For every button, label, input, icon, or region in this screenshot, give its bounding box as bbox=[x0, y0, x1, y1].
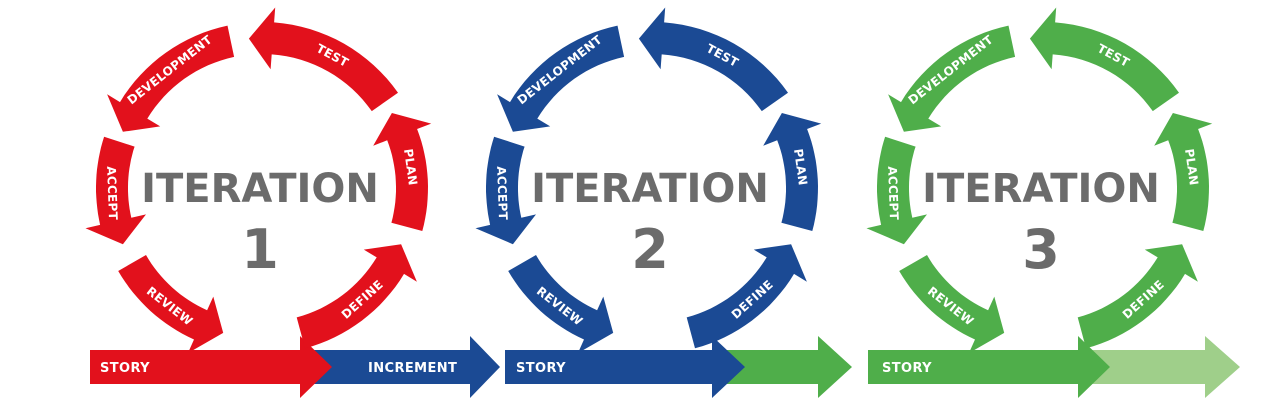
development-label: DEVELOPMENT bbox=[906, 32, 997, 107]
plan-label: PLAN bbox=[401, 148, 420, 187]
iteration-number: 1 bbox=[241, 218, 279, 281]
story-arrow-3 bbox=[868, 336, 1110, 398]
story-arrows: STORY STORY STORY bbox=[90, 336, 1110, 398]
plan-segment-arrow bbox=[1154, 113, 1213, 231]
development-label: DEVELOPMENT bbox=[515, 32, 606, 107]
story-label-2: STORY bbox=[516, 361, 566, 376]
story-arrow-1 bbox=[90, 336, 332, 398]
iteration-title-3: ITERATION 3 bbox=[922, 166, 1160, 281]
development-segment-arrow bbox=[888, 25, 1016, 132]
iteration-title-2: ITERATION 2 bbox=[531, 166, 769, 281]
iteration-title-text: ITERATION bbox=[531, 166, 769, 212]
development-segment-arrow bbox=[107, 25, 235, 132]
accept-label: ACCEPT bbox=[104, 166, 120, 221]
development-label: DEVELOPMENT bbox=[125, 32, 216, 107]
accept-label: ACCEPT bbox=[494, 166, 510, 221]
define-segment-arrow bbox=[686, 244, 807, 349]
accept-segment-arrow bbox=[85, 136, 146, 245]
story-arrow-2 bbox=[505, 336, 745, 398]
accept-label: ACCEPT bbox=[885, 166, 901, 221]
iteration-title-text: ITERATION bbox=[922, 166, 1160, 212]
define-segment-arrow bbox=[296, 244, 417, 349]
accept-segment-arrow bbox=[866, 136, 927, 245]
test-segment-arrow bbox=[638, 7, 788, 112]
accept-segment-arrow bbox=[475, 136, 536, 245]
plan-label: PLAN bbox=[1182, 148, 1201, 187]
define-segment-arrow bbox=[1077, 244, 1198, 349]
test-segment-arrow bbox=[1029, 7, 1179, 112]
review-segment-arrow bbox=[899, 255, 1005, 354]
increment-label: INCREMENT bbox=[368, 361, 457, 376]
story-label-3: STORY bbox=[882, 361, 932, 376]
iteration-number: 2 bbox=[631, 218, 669, 281]
plan-segment-arrow bbox=[373, 113, 432, 231]
review-segment-arrow bbox=[118, 255, 224, 354]
test-segment-arrow bbox=[248, 7, 398, 112]
iteration-title-text: ITERATION bbox=[141, 166, 379, 212]
iteration-title-1: ITERATION 1 bbox=[141, 166, 379, 281]
iteration-number: 3 bbox=[1022, 218, 1060, 281]
plan-segment-arrow bbox=[763, 113, 822, 231]
plan-label: PLAN bbox=[791, 148, 810, 187]
development-segment-arrow bbox=[497, 25, 625, 132]
story-label-1: STORY bbox=[100, 361, 150, 376]
review-segment-arrow bbox=[508, 255, 614, 354]
